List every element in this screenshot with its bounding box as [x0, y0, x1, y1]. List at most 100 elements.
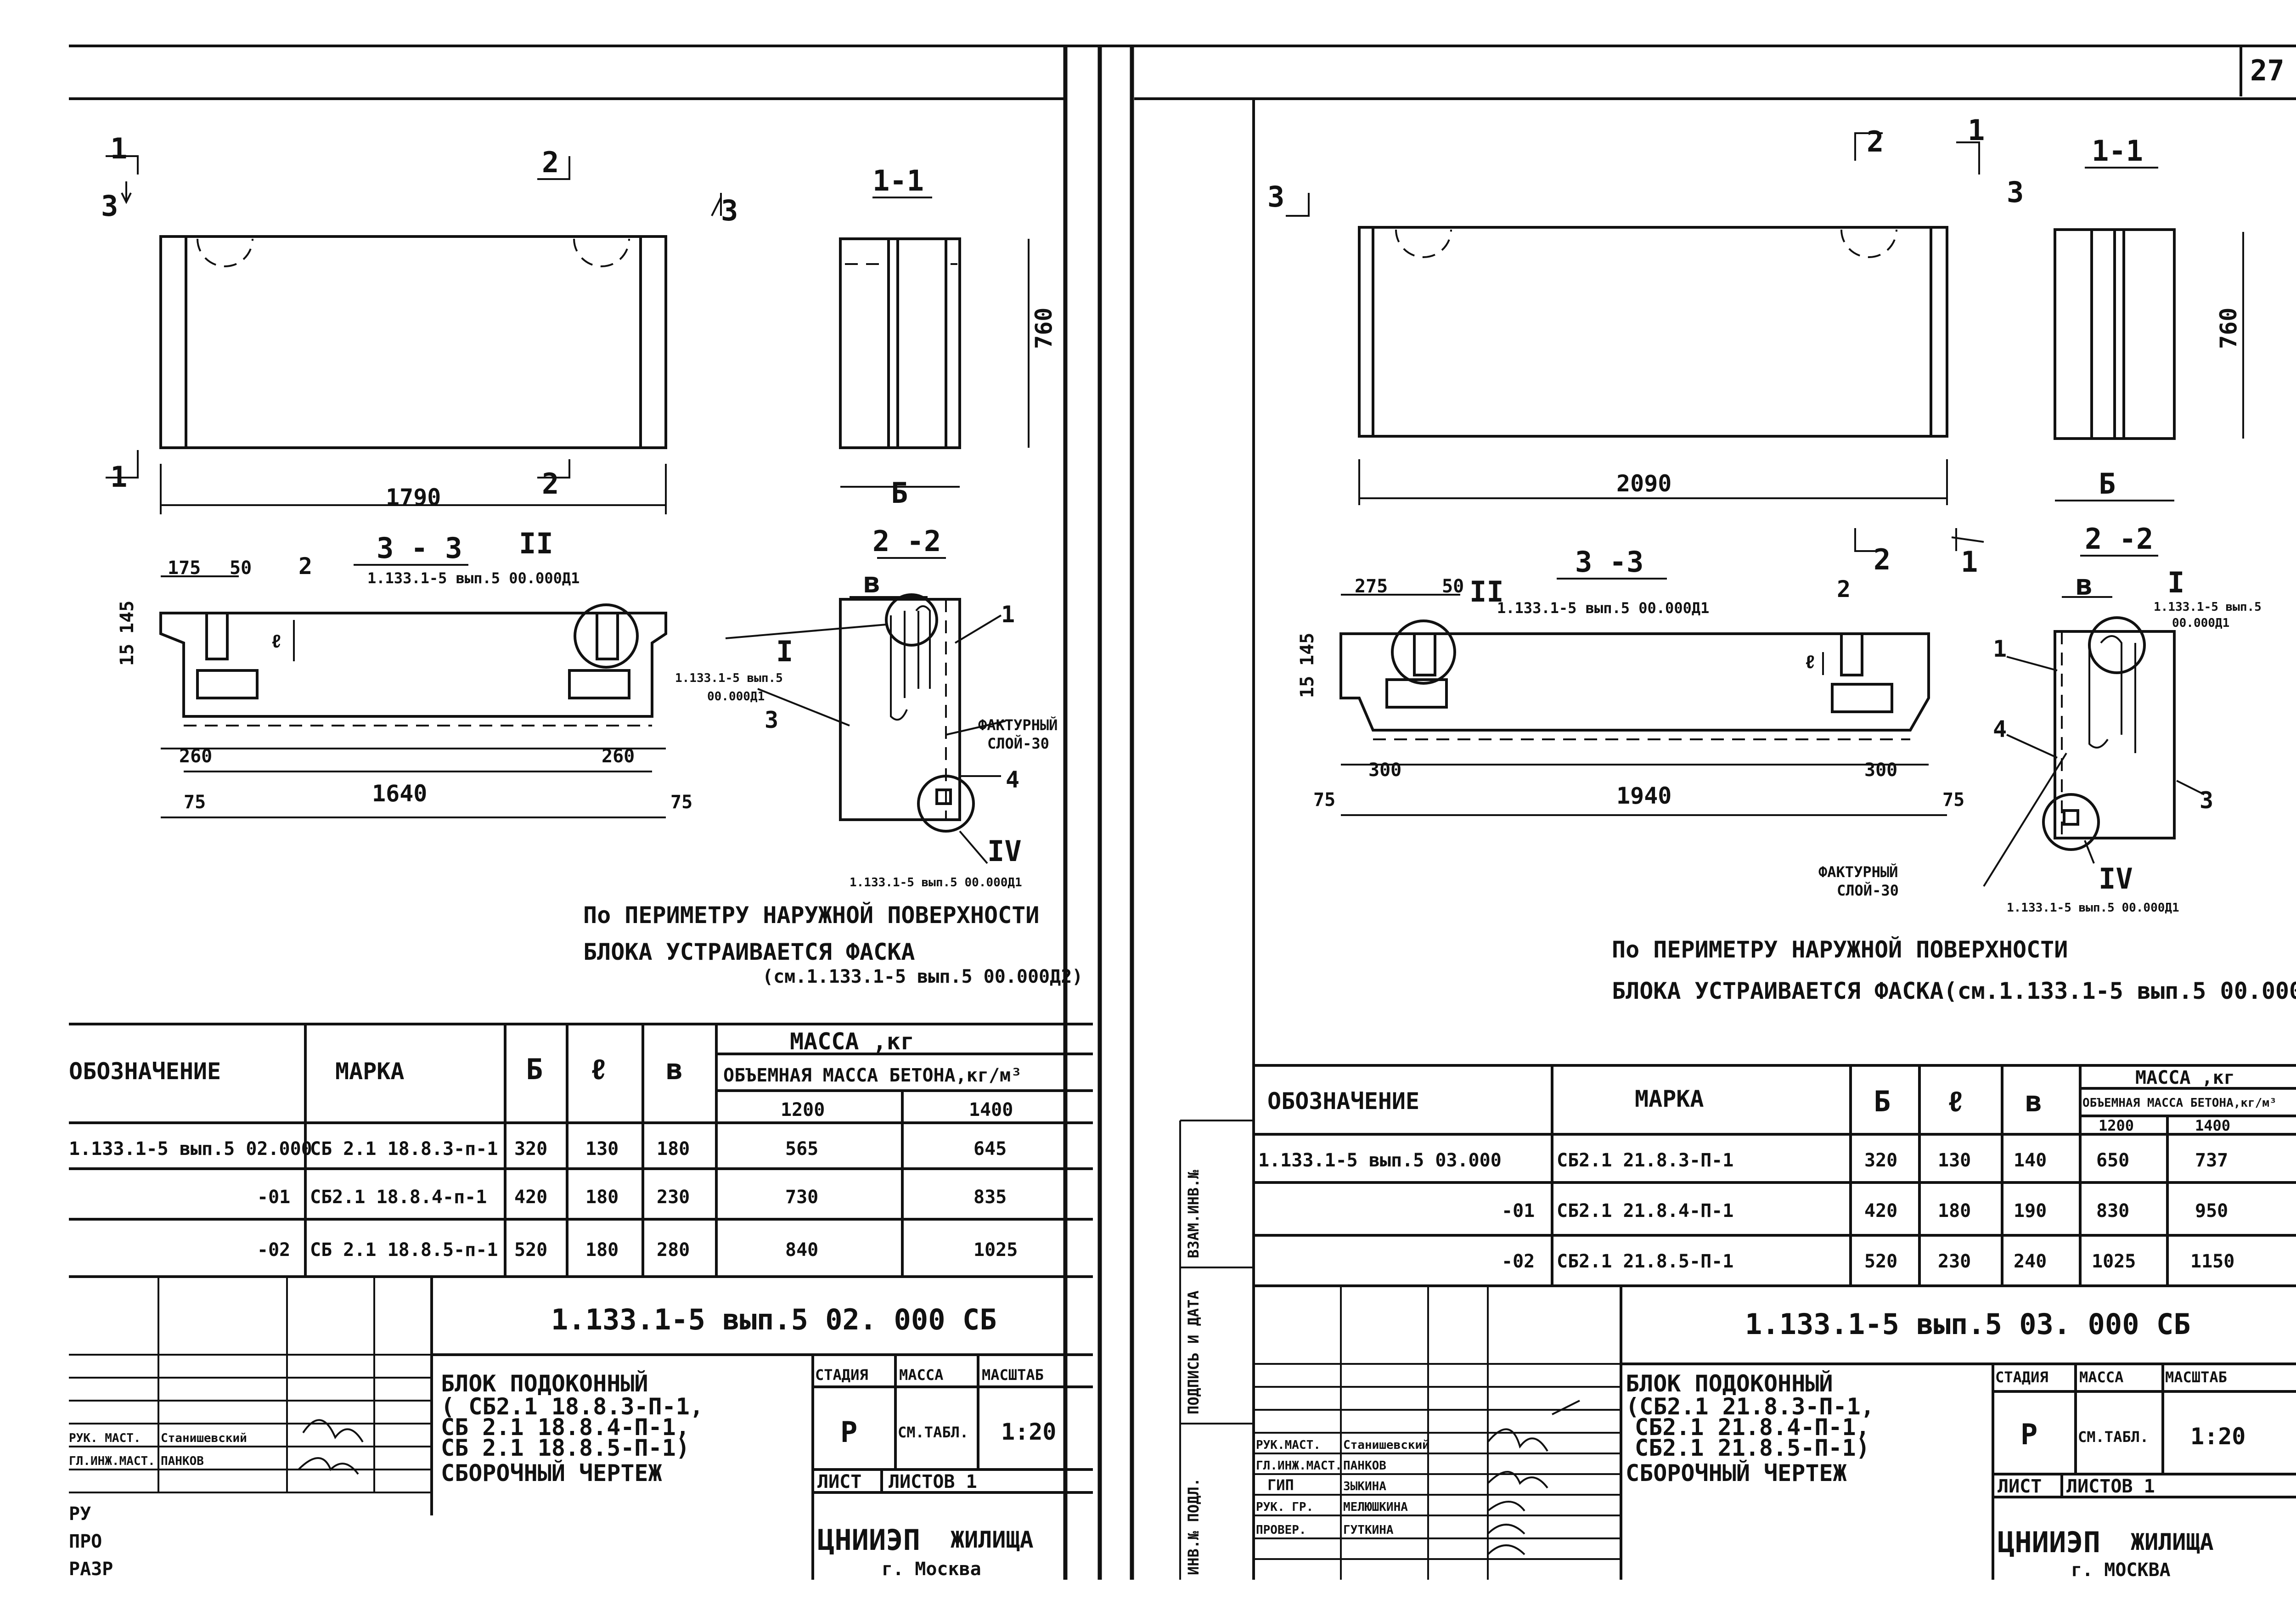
right-stamp-h-scale: МАСШТАБ: [2165, 1368, 2227, 1386]
left-stamp-mass: СМ.ТАБЛ.: [898, 1424, 968, 1441]
right-th-density: ОБЪЕМНАЯ МАССА БЕТОНА,кг/м³: [2082, 1096, 2277, 1110]
left-mark-1: 1: [110, 132, 127, 165]
table-cell: 835: [974, 1187, 1007, 1208]
table-cell: 830: [2096, 1200, 2129, 1222]
right-th-1400: 1400: [2195, 1117, 2230, 1134]
right-name-0: Станишевский: [1343, 1438, 1429, 1452]
right-dim-15: 15: [1297, 676, 1318, 698]
right-th-mass: МАССА ,кг: [2135, 1067, 2235, 1088]
table-cell: -02: [257, 1239, 290, 1261]
left-role-1: ГЛ.ИНЖ.МАСТ.: [69, 1454, 155, 1468]
left-dim-height: 760: [1030, 308, 1057, 349]
right-stamp-title2: (СБ2.1 21.8.3-П-1,: [1626, 1393, 1874, 1420]
left-callout-2: 2: [298, 553, 312, 580]
right-side-label-1: ПОДПИСЬ И ДАТА: [1185, 1290, 1202, 1414]
left-dim-175: 175: [168, 557, 201, 579]
right-doc-code: 1.133.1-5 вып.5 03. 000 СБ: [1745, 1307, 2191, 1341]
left-doc-code: 1.133.1-5 вып.5 02. 000 СБ: [551, 1303, 997, 1336]
left-ref-I2: 00.000Д1: [707, 690, 765, 704]
left-mark-3a: 3: [101, 189, 118, 223]
table-cell: СБ 2.1 18.8.3-п-1: [310, 1138, 498, 1160]
table-cell: 280: [657, 1239, 690, 1261]
left-stamp-stage: Р: [840, 1415, 857, 1449]
table-cell: 320: [1864, 1150, 1897, 1171]
table-cell: 1025: [2092, 1251, 2136, 1272]
left-stamp-title1: БЛОК ПОДОКОННЫЙ: [441, 1370, 648, 1397]
page-number: 27: [2250, 54, 2285, 87]
right-ref-IV: 1.133.1-5 вып.5 00.000Д1: [2007, 901, 2179, 915]
right-stamp-scale: 1:20: [2190, 1423, 2245, 1450]
table-cell: 230: [1938, 1251, 1971, 1272]
sheet-frame: [69, 45, 2296, 1580]
right-stamp-mass: СМ.ТАБЛ.: [2078, 1428, 2149, 1446]
right-side-label-2: ИНВ.№ ПОДЛ.: [1185, 1478, 1202, 1575]
table-cell: 130: [1938, 1150, 1971, 1171]
right-sheet: 2090 2 1 3 3 2 1 1-1 760 Б: [1179, 113, 2296, 1581]
table-cell: 180: [585, 1187, 619, 1208]
right-stamp-city: г. МОСКВА: [2071, 1560, 2171, 1581]
left-note-2: БЛОКА УСТРАИВАЕТСЯ ФАСКА: [583, 939, 915, 965]
right-role-3: РУК. ГР.: [1256, 1500, 1313, 1514]
left-spec-table: [69, 1023, 1093, 1278]
left-stamp-title4: СБ 2.1 18.8.5-П-1): [441, 1435, 690, 1461]
left-dim-50: 50: [230, 557, 252, 579]
right-stamp-sheets: ЛИСТОВ 1: [2066, 1476, 2155, 1497]
table-cell: 730: [785, 1187, 818, 1208]
right-texture: ФАКТУРНЫЙ: [1818, 863, 1898, 881]
left-stamp-sheets: ЛИСТОВ 1: [889, 1471, 977, 1492]
right-dim-50: 50: [1442, 576, 1464, 597]
left-edge-role-1: ПРО: [69, 1531, 102, 1552]
table-cell: -02: [1502, 1251, 1535, 1272]
right-th-v: в: [2025, 1085, 2042, 1118]
right-callout-3: 3: [2200, 787, 2213, 814]
left-th-mass: МАССА ,кг: [790, 1028, 914, 1055]
table-cell: 140: [2014, 1150, 2047, 1171]
right-ref-3-3: 1.133.1-5 вып.5 00.000Д1: [1497, 599, 1709, 617]
table-cell: 1025: [974, 1239, 1018, 1261]
left-texture2: СЛОЙ-30: [987, 735, 1049, 752]
table-cell: СБ2.1 21.8.4-П-1: [1557, 1200, 1733, 1222]
left-stamp-city: г. Москва: [882, 1559, 981, 1580]
left-dim-depth: Б: [891, 476, 908, 510]
right-th-mark: МАРКА: [1635, 1086, 1704, 1112]
right-section-3-3: [1339, 578, 1947, 816]
right-callout-I: I: [2167, 566, 2184, 599]
table-cell: 520: [514, 1239, 547, 1261]
left-dim-1640: 1640: [372, 780, 427, 807]
left-note-1: По ПЕРИМЕТРУ НАРУЖНОЙ ПОВЕРХНОСТИ: [583, 901, 1039, 929]
left-ref-I: 1.133.1-5 вып.5: [675, 671, 783, 685]
right-stamp-sheet: ЛИСТ: [1998, 1476, 2042, 1497]
right-front-view: [1286, 132, 1984, 552]
left-mark-2b: 2: [542, 467, 559, 501]
right-th-designation: ОБОЗНАЧЕНИЕ: [1267, 1088, 1419, 1115]
right-dim-145: 145: [1297, 633, 1318, 666]
left-edge-role-2: РАЗР: [69, 1559, 113, 1580]
left-title-2-2: 2 -2: [872, 524, 941, 558]
right-stamp-title3: СБ2.1 21.8.4-П-1,: [1635, 1414, 1870, 1441]
left-stamp-title3: СБ 2.1 18.8.4-П-1,: [441, 1414, 690, 1441]
right-dim-300a: 300: [1368, 760, 1401, 781]
table-cell: 130: [585, 1138, 619, 1160]
right-title-3-3: 3 -3: [1575, 545, 1643, 579]
table-cell: 565: [785, 1138, 818, 1160]
right-mark-2: 2: [1867, 125, 1884, 158]
right-stamp-title1: БЛОК ПОДОКОННЫЙ: [1626, 1370, 1833, 1397]
right-mark-1b: 1: [1961, 545, 1978, 579]
left-note-3: (см.1.133.1-5 вып.5 00.000Д2): [762, 966, 1083, 987]
right-section-2-2: [1983, 555, 2205, 887]
right-dim-300b: 300: [1864, 760, 1897, 781]
left-mark-3b: 3: [721, 194, 738, 227]
right-texture2: СЛОЙ-30: [1837, 882, 1899, 899]
right-name-2: ЗЫКИНА: [1343, 1480, 1386, 1493]
left-th-b: Б: [526, 1053, 543, 1086]
table-cell: 645: [974, 1138, 1007, 1160]
left-th-designation: ОБОЗНАЧЕНИЕ: [69, 1058, 221, 1085]
right-stamp-title4: СБ2.1 21.8.5-П-1): [1635, 1435, 1870, 1461]
left-mark-1b: 1: [110, 460, 127, 494]
right-dim-275: 275: [1355, 576, 1388, 597]
table-cell: -01: [1502, 1200, 1535, 1222]
right-side-strip: [1179, 1120, 1254, 1580]
right-th-b: Б: [1874, 1085, 1891, 1118]
right-stamp-h-stage: СТАДИЯ: [1995, 1368, 2048, 1386]
